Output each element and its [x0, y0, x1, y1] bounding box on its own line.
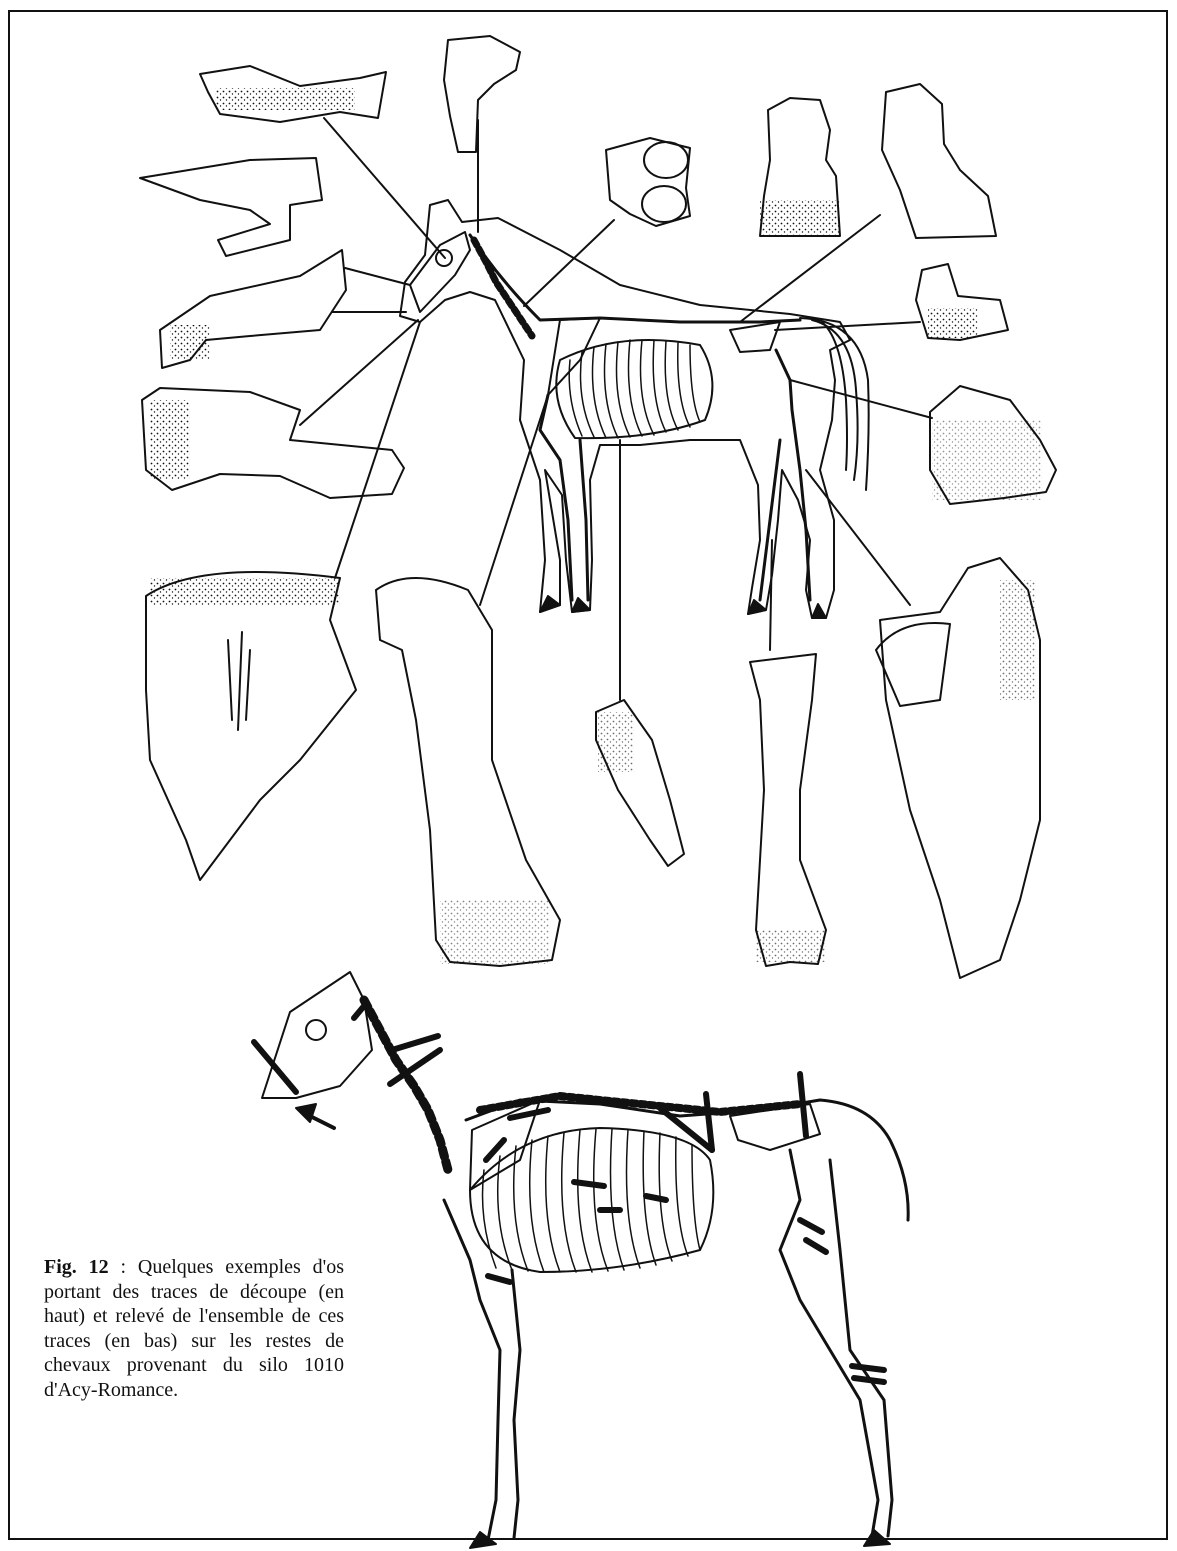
- large-bones: [146, 558, 1040, 978]
- figure-separator: :: [109, 1256, 138, 1278]
- cut-marks: [254, 1006, 884, 1382]
- upper-horse-diagram: [400, 200, 869, 618]
- figure-label: Fig. 12: [44, 1256, 109, 1278]
- direction-arrow: [296, 1104, 334, 1128]
- upper-skull: [410, 232, 470, 312]
- lower-skeleton-diagram: [262, 972, 908, 1548]
- bone-fragments: [140, 36, 1056, 504]
- lower-skull: [262, 972, 372, 1098]
- horse-spine: [470, 235, 800, 322]
- figure-caption: Fig. 12 : Quelques exemples d'os portant…: [44, 1255, 344, 1402]
- horse-outline: [400, 200, 850, 618]
